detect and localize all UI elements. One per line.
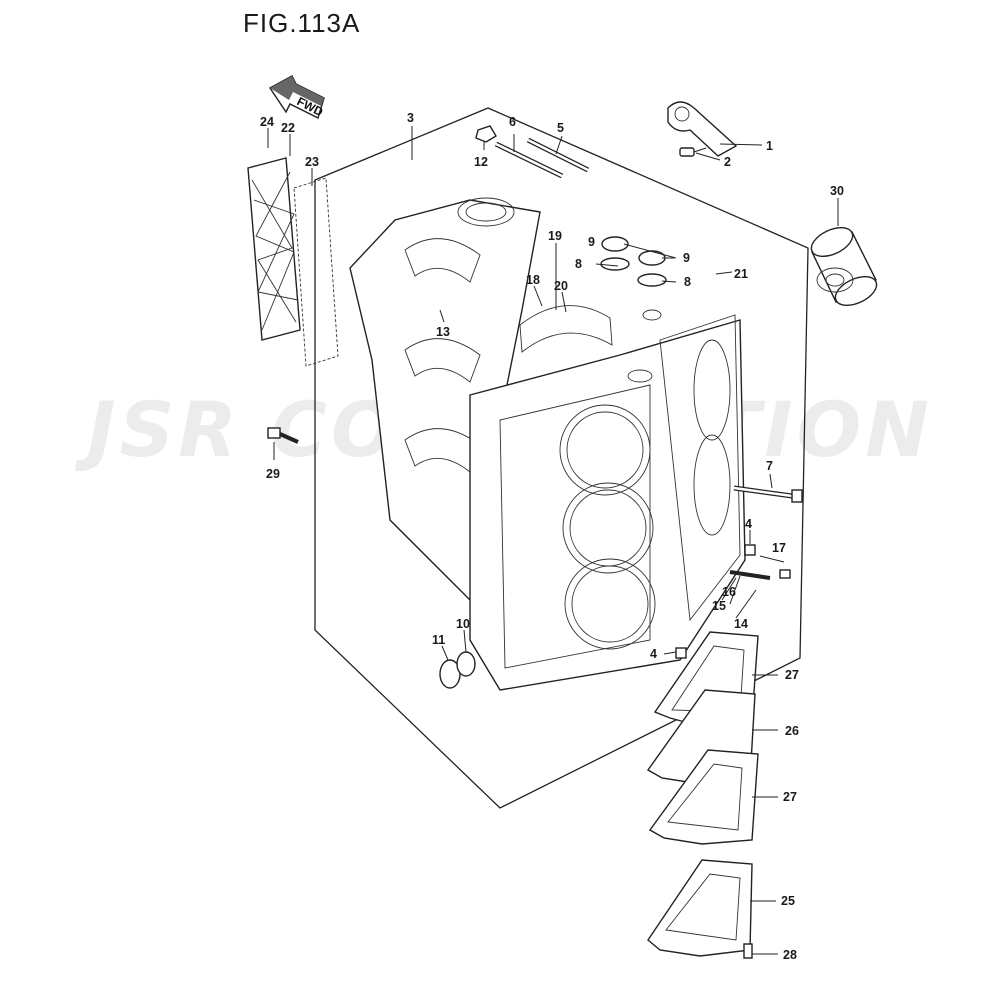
callout-16: 16 [722,585,736,599]
cylinder-block-main [469,305,746,691]
callout-21: 21 [734,267,748,281]
callout-27: 27 [785,668,799,682]
bracket [667,101,738,157]
side-bolt [267,427,299,444]
callout-20: 20 [554,279,568,293]
callout-7: 7 [766,459,773,473]
callout-30: 30 [830,184,844,198]
callout-19: 19 [548,229,562,243]
leader-lines [267,126,839,955]
callout-25: 25 [781,894,795,908]
exhaust-gasket [293,177,339,367]
callout-6: 6 [509,115,516,129]
callout-24: 24 [260,115,274,129]
callout-26: 26 [785,724,799,738]
callout-29: 29 [266,467,280,481]
callout-9: 9 [683,251,690,265]
callout-10: 10 [456,617,470,631]
exhaust-cover-plate [247,157,301,341]
long-bolt [733,485,803,503]
callout-labels: 1 2 3 4 4 5 6 7 8 8 9 9 10 11 12 13 14 1… [260,111,844,962]
plug-and-oring-right [637,250,667,287]
callout-27: 27 [783,790,797,804]
callout-15: 15 [712,599,726,613]
stud-bolts [475,125,590,179]
bracket-bolt [679,147,707,157]
callout-13: 13 [436,325,450,339]
callout-14: 14 [734,617,748,631]
assembly-group-frame [314,107,809,809]
callout-28: 28 [783,948,797,962]
fwd-arrow-icon: FWD [268,75,326,119]
callout-4: 4 [745,517,752,531]
callout-3: 3 [407,111,414,125]
oil-filter [810,226,878,307]
callout-8: 8 [684,275,691,289]
lower-cover-stack [646,631,759,959]
callout-23: 23 [305,155,319,169]
callout-9: 9 [588,235,595,249]
callout-5: 5 [557,121,564,135]
callout-11: 11 [432,633,445,647]
callout-1: 1 [766,139,773,153]
sensor-fittings [675,544,791,659]
callout-2: 2 [724,155,731,169]
callout-4: 4 [650,647,657,661]
callout-22: 22 [281,121,295,135]
callout-8: 8 [575,257,582,271]
callout-17: 17 [772,541,786,555]
drain-plug-and-seal [439,651,476,689]
callout-12: 12 [474,155,488,169]
figure-title: FIG.113A [243,8,361,38]
plug-and-oring-left [600,236,630,271]
callout-18: 18 [526,273,540,287]
